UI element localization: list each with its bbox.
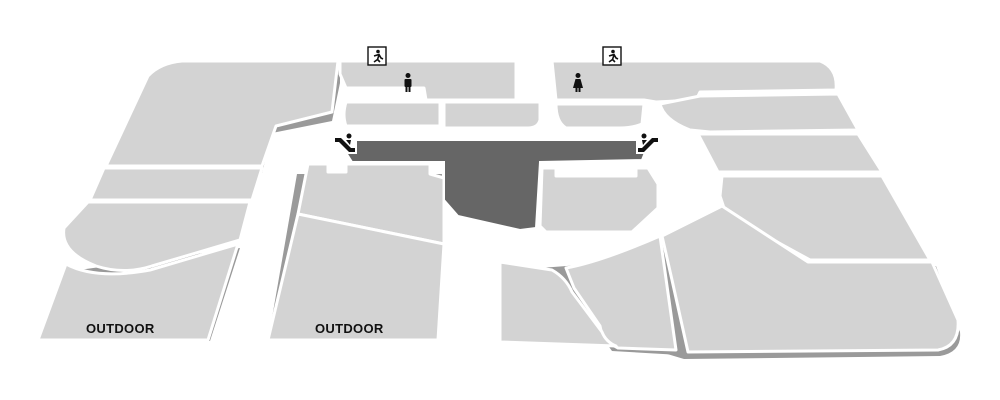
escalator-icon[interactable] — [636, 130, 660, 154]
emergency-exit-icon — [367, 46, 387, 66]
store-center-right[interactable] — [538, 166, 660, 234]
outdoor-label-center: OUTDOOR — [315, 321, 384, 336]
store-bottom-center[interactable] — [498, 260, 618, 348]
outdoor-label-left: OUTDOOR — [86, 321, 155, 336]
store-bottom-right[interactable] — [660, 204, 960, 354]
escalator-icon[interactable] — [333, 130, 357, 154]
restroom-male-icon — [404, 73, 412, 92]
store-right-upper-small[interactable] — [554, 102, 646, 130]
store-top-center-left[interactable] — [338, 59, 518, 102]
store-right-1[interactable] — [658, 92, 860, 134]
emergency-exit-icon — [602, 46, 622, 66]
restroom-female-icon — [573, 73, 583, 92]
outdoor-left[interactable] — [36, 242, 240, 342]
store-right-2[interactable] — [696, 132, 884, 174]
store-top-right[interactable] — [550, 59, 838, 104]
store-left-middle[interactable] — [62, 200, 252, 272]
outdoor-center[interactable] — [266, 212, 446, 342]
store-upper-small-1[interactable] — [342, 100, 442, 128]
store-left-upper[interactable] — [88, 166, 264, 202]
store-upper-small-2[interactable] — [442, 100, 542, 130]
store-top-left[interactable] — [104, 59, 340, 168]
